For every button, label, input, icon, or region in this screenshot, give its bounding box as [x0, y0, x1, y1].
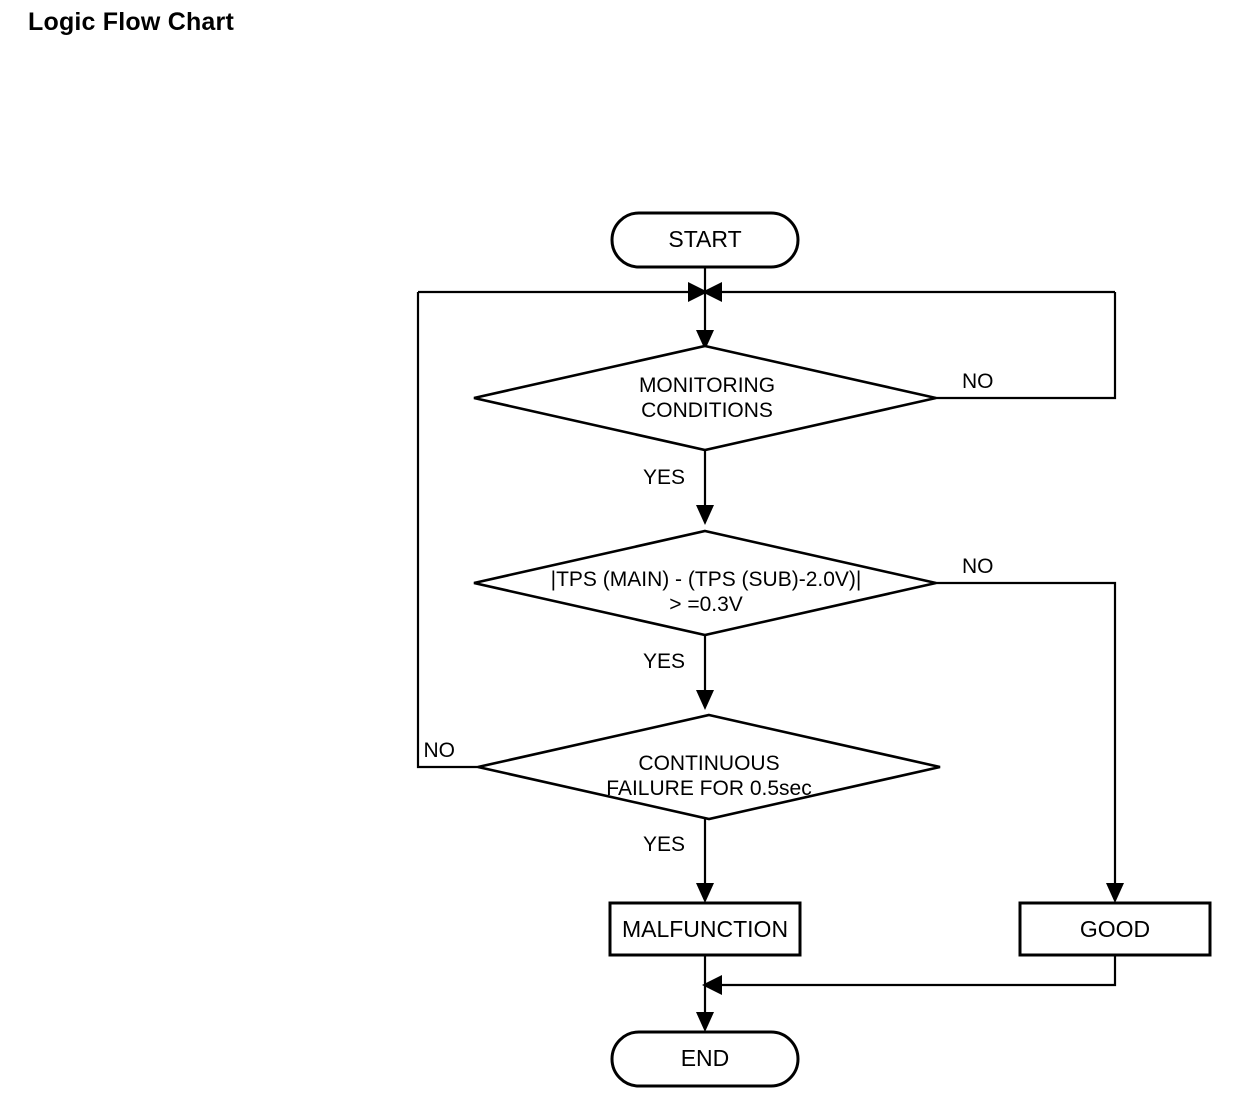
node-continuous-failure: CONTINUOUS FAILURE FOR 0.5sec	[477, 713, 941, 821]
edge-label-monitoring-no: NO	[962, 370, 994, 393]
edge-good-to-end	[722, 955, 1117, 987]
monitoring-diamond-shape	[473, 344, 937, 452]
arrowhead-good-merge	[702, 975, 722, 995]
end-label: END	[681, 1045, 730, 1071]
node-monitoring-conditions: MONITORING CONDITIONS	[473, 344, 937, 452]
arrowhead-good-in	[1106, 883, 1124, 903]
arrowhead-end-in	[696, 1012, 714, 1032]
malfunction-label: MALFUNCTION	[622, 916, 788, 942]
failure-label-line1: CONTINUOUS	[638, 752, 779, 775]
end-shape	[610, 1030, 800, 1088]
edge-label-tps-no: NO	[962, 555, 994, 578]
monitoring-label-line1: MONITORING	[639, 374, 775, 397]
monitoring-label-line2: CONDITIONS	[641, 399, 773, 422]
node-good: GOOD	[1018, 901, 1212, 957]
arrowhead-tps-in	[696, 505, 714, 525]
start-label: START	[668, 226, 741, 252]
node-tps-compare: |TPS (MAIN) - (TPS (SUB)-2.0V)| > =0.3V	[473, 529, 937, 637]
edge-monitoring-no	[936, 292, 1117, 400]
arrowhead-malfunction-in	[696, 883, 714, 903]
page-title: Logic Flow Chart	[28, 8, 234, 36]
tps-label-line1: |TPS (MAIN) - (TPS (SUB)-2.0V)|	[551, 568, 862, 591]
node-end: END	[610, 1030, 800, 1088]
failure-label-line2: FAILURE FOR 0.5sec	[606, 777, 811, 800]
good-shape	[1018, 901, 1212, 957]
edge-label-monitoring-yes: YES	[643, 466, 685, 489]
node-start: START	[610, 211, 800, 269]
arrowhead-left-return	[688, 282, 708, 302]
malfunction-shape	[608, 901, 802, 957]
arrowhead-right-return	[702, 282, 722, 302]
arrowhead-failure-in	[696, 690, 714, 710]
edge-label-tps-yes: YES	[643, 650, 685, 673]
tps-label-line2: > =0.3V	[669, 593, 743, 616]
good-label: GOOD	[1080, 916, 1150, 942]
failure-diamond-shape	[477, 713, 941, 821]
edge-label-failure-no: NO	[424, 739, 456, 762]
edge-label-failure-yes: YES	[643, 833, 685, 856]
arrowhead-monitoring-in	[696, 330, 714, 350]
edge-tps-no	[936, 581, 1117, 888]
edge-failure-no	[416, 292, 478, 769]
node-malfunction: MALFUNCTION	[608, 901, 802, 957]
